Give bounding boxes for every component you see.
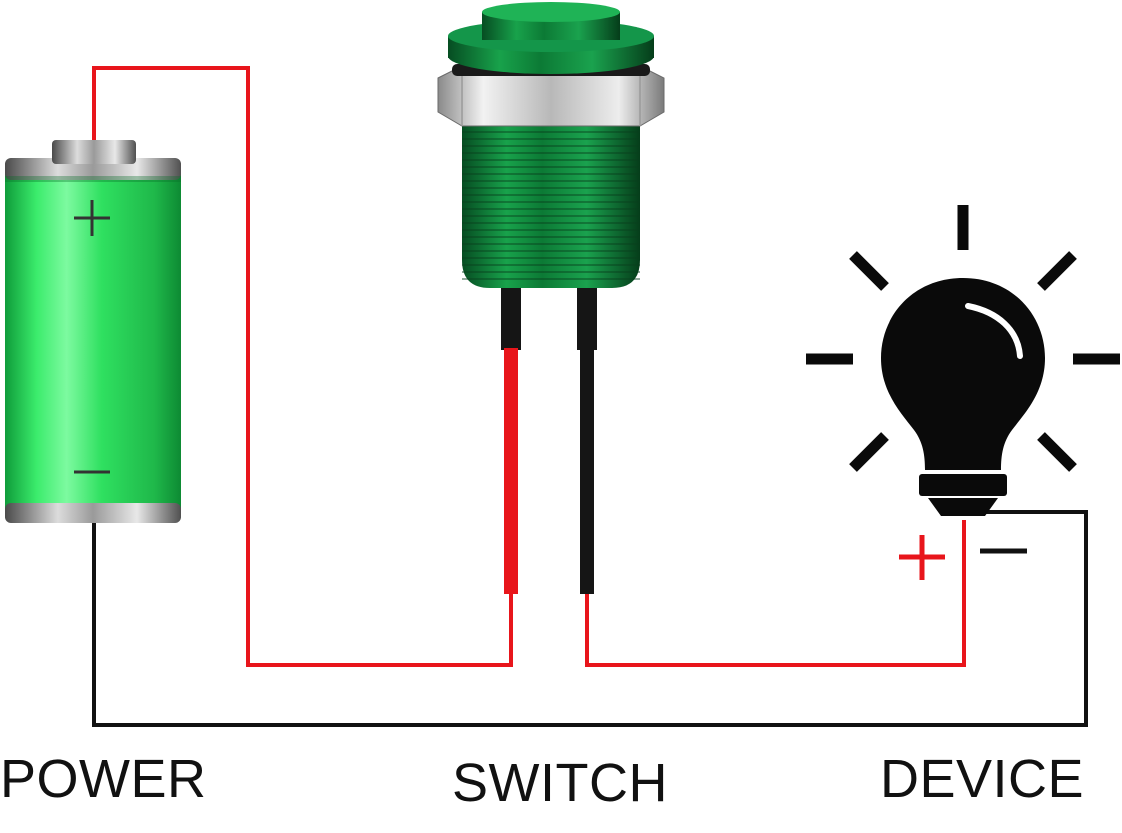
device-plus-icon	[899, 535, 945, 580]
device-label: DEVICE	[880, 749, 1085, 809]
negative-wire-return	[92, 510, 1088, 727]
positive-wire-battery-to-switch	[92, 66, 513, 667]
switch-label: SWITCH	[452, 753, 668, 813]
battery-plus-icon	[74, 200, 110, 236]
battery-icon	[5, 140, 181, 523]
positive-wire-switch-to-device	[585, 520, 966, 667]
bulb-rays	[806, 205, 1120, 472]
power-label: POWER	[0, 749, 207, 809]
wires	[92, 66, 1088, 727]
light-bulb-icon	[806, 205, 1120, 516]
push-button-switch-icon	[437, 2, 665, 594]
